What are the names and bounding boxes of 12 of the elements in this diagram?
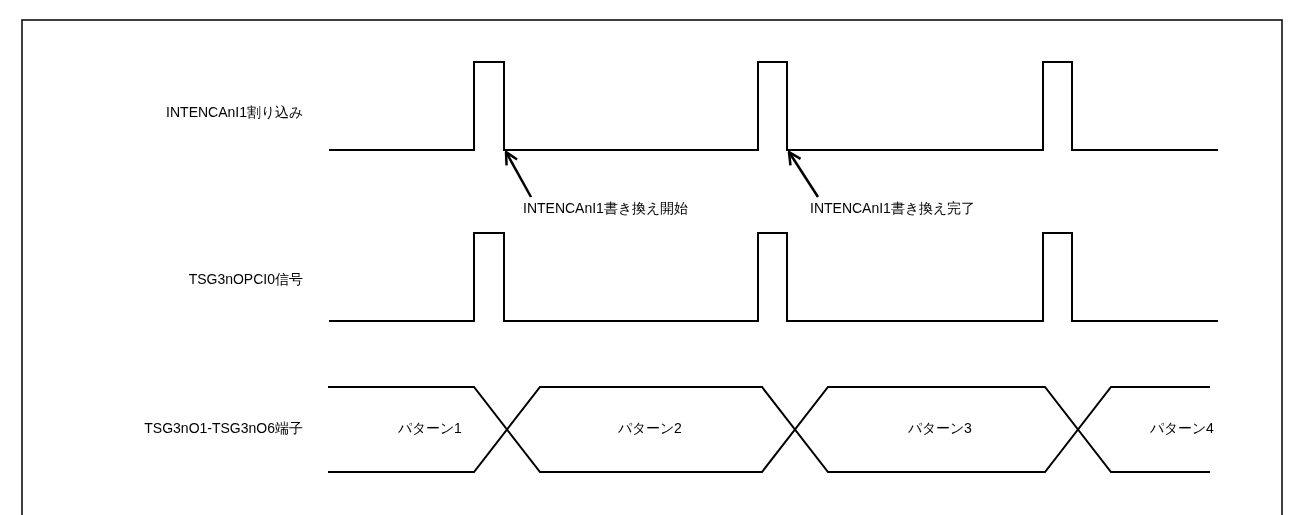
pattern-label: パターン3 xyxy=(908,419,972,437)
signal-name: INTENCAnI1割り込み xyxy=(166,103,303,121)
signal-name: TSG3nO1-TSG3nO6端子 xyxy=(144,419,303,437)
pattern-label: パターン4 xyxy=(1150,419,1214,437)
signal-name: TSG3nOPCI0信号 xyxy=(188,270,303,288)
pattern-label: パターン1 xyxy=(398,419,462,437)
leader-arrow xyxy=(787,150,820,198)
pulse-waveform xyxy=(328,61,1219,151)
leader-arrow xyxy=(504,150,533,198)
annotation-text: INTENCAnI1書き換え開始 xyxy=(523,199,688,217)
pattern-label: パターン2 xyxy=(618,419,682,437)
annotation-text: INTENCAnI1書き換え完了 xyxy=(810,199,975,217)
